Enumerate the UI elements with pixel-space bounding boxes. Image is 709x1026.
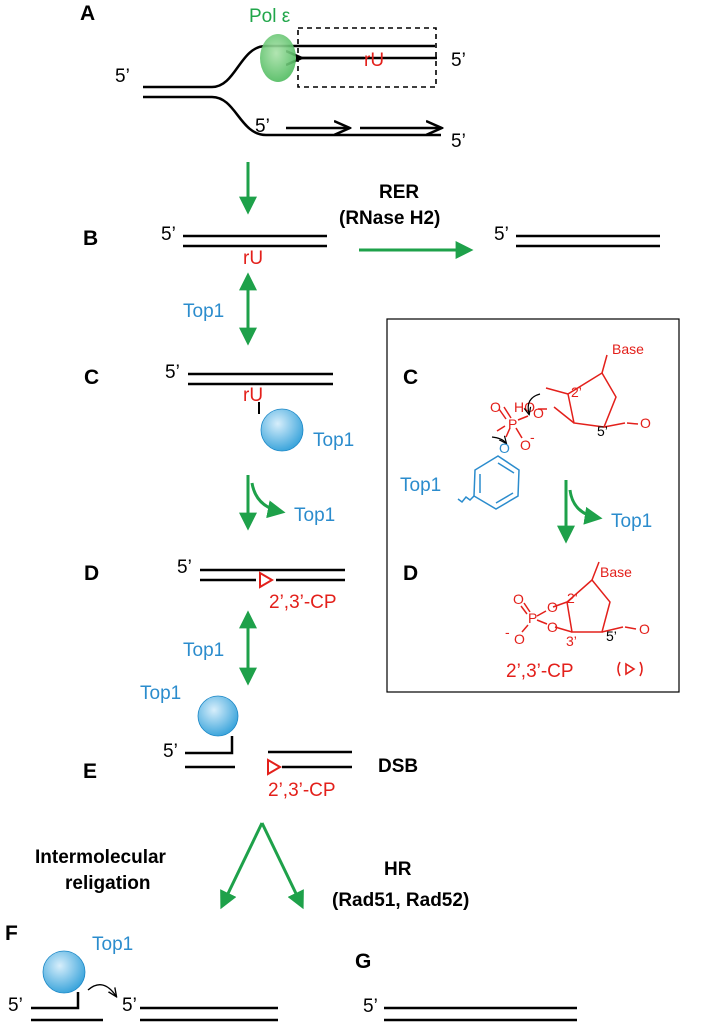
panel-label-d: D	[84, 562, 99, 585]
top1-label-e: Top1	[140, 683, 181, 704]
o-minus-label-c: O	[520, 437, 531, 453]
pol-epsilon-shape	[260, 34, 296, 82]
rU-label-b: rU	[243, 248, 263, 269]
three-prime-label-d: 3’	[566, 633, 577, 649]
o-label-d4: O	[514, 631, 525, 647]
top1-label-f: Top1	[92, 934, 133, 955]
five-prime-inset-d: 5’	[606, 628, 617, 644]
panel-label-a: A	[80, 2, 95, 25]
five-prime-c: 5’	[165, 362, 180, 383]
cp-triangle-d	[259, 571, 274, 589]
five-prime-g: 5’	[363, 996, 378, 1017]
rnase-h2-label: (RNase H2)	[339, 208, 440, 229]
arrow-to-hr	[260, 822, 304, 910]
five-prime-d: 5’	[177, 557, 192, 578]
inset-release-arrow	[568, 489, 603, 525]
panel-label-f: F	[5, 922, 18, 945]
five-prime-a4: 5’	[451, 131, 466, 152]
rU-label-a: rU	[364, 50, 384, 71]
minus-label-d: -	[505, 624, 510, 640]
o-label-d5: O	[639, 621, 650, 637]
rer-label: RER	[379, 182, 419, 203]
o-label-d2: O	[547, 619, 558, 635]
top1-protein-e	[197, 695, 239, 737]
cleavage-arrow	[491, 437, 506, 443]
religation-label-1: Intermolecular	[35, 847, 167, 868]
dashed-focus-box	[297, 27, 437, 88]
five-prime-inset-c: 5’	[597, 423, 608, 439]
nucleophile-arrow	[528, 393, 541, 414]
panel-label-e: E	[83, 760, 97, 783]
five-prime-a2: 5’	[451, 50, 466, 71]
chemistry-inset-box	[386, 318, 680, 693]
five-prime-a3: 5’	[255, 116, 270, 137]
rU-label-c: rU	[243, 385, 263, 406]
five-prime-a1: 5’	[115, 66, 130, 87]
cyclic-phosphate-structure	[520, 561, 637, 633]
top1-label-bc: Top1	[183, 301, 224, 322]
p-label-c: P	[508, 416, 517, 432]
five-prime-f1: 5’	[8, 995, 23, 1016]
o-label-d1: O	[547, 599, 558, 615]
p-label-d: P	[528, 610, 537, 626]
five-prime-b: 5’	[161, 224, 176, 245]
base-label-d: Base	[600, 564, 632, 580]
top1-label-c: Top1	[313, 430, 354, 451]
five-prime-b-product: 5’	[494, 224, 509, 245]
top1-label-inset: Top1	[400, 475, 441, 496]
rad-label: (Rad51, Rad52)	[332, 890, 469, 911]
tyrosine-ring	[457, 455, 520, 510]
top1-protein-c	[260, 408, 304, 452]
o-label-c1: O	[533, 405, 544, 421]
religation-curved-arrow	[87, 984, 116, 996]
minus-label-c: -	[530, 429, 535, 445]
panel-label-g: G	[355, 950, 371, 973]
ho-label: HO	[514, 399, 535, 415]
two-prime-label-d: 2’	[567, 590, 578, 606]
o-label-c3: O	[640, 415, 651, 431]
religation-label-2: religation	[65, 873, 151, 894]
inset-label-c: C	[403, 366, 418, 389]
pol-epsilon-label: Pol ε	[249, 6, 291, 27]
o-label-d3: O	[513, 591, 524, 607]
o-label-c2: O	[490, 399, 501, 415]
arrow-to-religation	[220, 822, 264, 910]
top1-released-inset: Top1	[611, 511, 652, 532]
dsb-label: DSB	[378, 756, 418, 777]
panel-label-b: B	[83, 227, 98, 250]
ribose-structure-c	[496, 354, 639, 439]
cp-legend-symbol	[617, 661, 643, 677]
cp-triangle-e	[267, 758, 282, 776]
hr-label: HR	[384, 859, 412, 880]
release-arrow-c	[250, 482, 286, 519]
two-prime-label-c: 2’	[571, 384, 582, 400]
five-prime-f2: 5’	[122, 995, 137, 1016]
cp-label-d: 2’,3’-CP	[269, 592, 337, 613]
cp-legend-label: 2’,3’-CP	[506, 661, 574, 682]
five-prime-e: 5’	[163, 741, 178, 762]
base-label-c: Base	[612, 341, 644, 357]
cp-label-e: 2’,3’-CP	[268, 780, 336, 801]
top1-released-c: Top1	[294, 505, 335, 526]
top1-label-de: Top1	[183, 640, 224, 661]
panel-label-c: C	[84, 366, 99, 389]
o-tyr-label: O	[499, 440, 510, 456]
inset-label-d: D	[403, 562, 418, 585]
top1-protein-f	[42, 950, 86, 994]
